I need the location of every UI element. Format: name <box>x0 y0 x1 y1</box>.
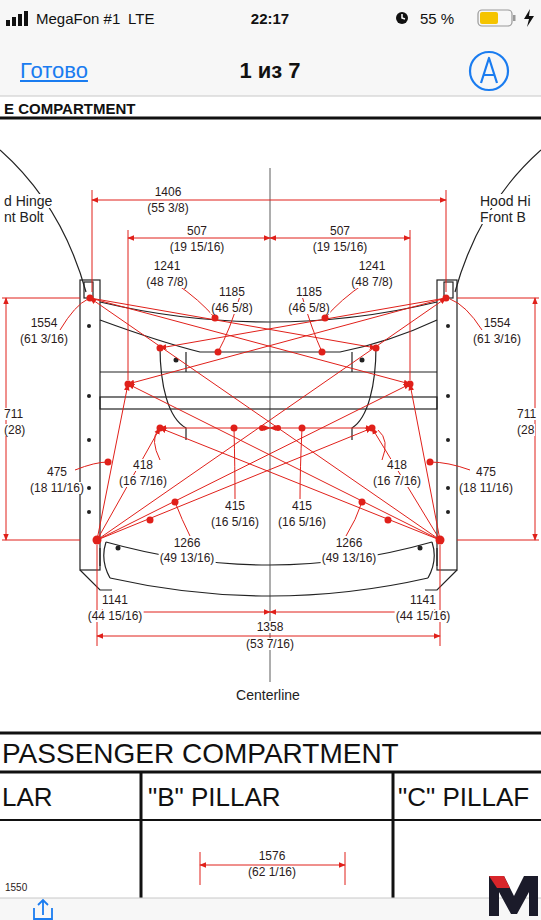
dimension-value: 1266 <box>173 537 202 549</box>
dimension-value: (48 7/8) <box>145 276 188 288</box>
dimension-value: (16 5/16) <box>210 516 260 528</box>
dimension-value: (61 3/16) <box>19 333 69 345</box>
section-title: PASSENGER COMPARTMENT <box>2 740 399 768</box>
page-counter: 1 из 7 <box>239 60 300 82</box>
dimension-value: 418 <box>386 459 408 471</box>
dimension-value: 1241 <box>153 260 182 272</box>
dimension-value: 1550 <box>4 883 28 893</box>
nav-bar <box>0 36 541 96</box>
measuring-lines <box>2 190 539 646</box>
dimension-value: 1406 <box>154 186 183 198</box>
nav-button: Готово <box>20 60 88 82</box>
table-header: LAR <box>2 784 53 810</box>
page <box>0 97 541 897</box>
dimension-value: 1185 <box>218 286 246 298</box>
dimension-value: 507 <box>186 225 208 237</box>
pillar-table <box>0 733 541 900</box>
dimension-value: 1358 <box>256 621 285 633</box>
part-name: Front B <box>478 210 528 224</box>
dimension-value: (49 13/16) <box>321 552 378 564</box>
dimension-value: (19 15/16) <box>169 241 226 253</box>
clock: 22:17 <box>251 11 289 26</box>
status-bar <box>0 0 541 36</box>
dimension-value: (19 15/16) <box>312 241 369 253</box>
frame-holes <box>87 324 450 551</box>
dimension-value: (44 15/16) <box>395 610 452 622</box>
dimension-value: 415 <box>224 500 246 512</box>
dimension-value: (16 7/16) <box>118 475 168 487</box>
watermark-logo <box>489 876 538 916</box>
dimension-value: (49 13/16) <box>159 552 216 564</box>
table-header: "B" PILLAR <box>148 784 281 810</box>
dimension-value: (46 5/8) <box>287 302 330 314</box>
dimension-value: 415 <box>291 500 313 512</box>
dimension-value: 1141 <box>101 594 129 606</box>
table-header: "C" PILLAF <box>398 784 529 810</box>
status-text: 55 % <box>420 11 454 26</box>
dimension-value: (28) <box>3 424 26 436</box>
dimension-value: 1141 <box>409 594 437 606</box>
part-name: d Hinge <box>2 194 54 208</box>
measuring-points <box>87 295 450 545</box>
part-name: Hood Hi <box>478 194 533 208</box>
dimension-value: 1554 <box>30 317 59 329</box>
dimension-value: 1185 <box>295 286 323 298</box>
section-title: E COMPARTMENT <box>4 101 135 116</box>
part-name: nt Bolt <box>2 210 46 224</box>
dimension-value: (44 15/16) <box>87 610 144 622</box>
dimension-value: 1266 <box>335 537 364 549</box>
section-rule <box>0 117 541 120</box>
dimension-value: (46 5/8) <box>210 302 253 314</box>
dimension-value: 507 <box>329 225 351 237</box>
dimension-value: (18 11/16) <box>29 482 85 494</box>
dimension-value: (61 3/16) <box>472 333 522 345</box>
status-text: MegaFon #1 <box>36 11 120 26</box>
dimension-value: 475 <box>475 466 497 478</box>
dimension-value: 475 <box>46 466 68 478</box>
dimension-value: 1576 <box>258 850 287 862</box>
status-text: LTE <box>128 11 154 26</box>
part-name: Centerline <box>234 688 302 702</box>
dimension-value: (16 7/16) <box>372 475 422 487</box>
dimension-value: (28 <box>516 424 535 436</box>
dimension-value: (53 7/16) <box>245 638 295 650</box>
dimension-value: (18 11/16) <box>458 482 514 494</box>
dimension-value: (62 1/16) <box>247 866 297 878</box>
dimension-value: (55 3/8) <box>146 202 189 214</box>
dimension-value: (16 5/16) <box>277 516 327 528</box>
dimension-value: 711 <box>3 408 24 420</box>
dimension-value: 418 <box>132 459 154 471</box>
dimension-value: 1241 <box>358 260 387 272</box>
dimension-value: 711 <box>516 408 537 420</box>
dimension-value: (48 7/8) <box>350 276 393 288</box>
toolbar <box>0 898 541 920</box>
dimension-value: 1554 <box>483 317 512 329</box>
body-structure <box>0 150 541 682</box>
